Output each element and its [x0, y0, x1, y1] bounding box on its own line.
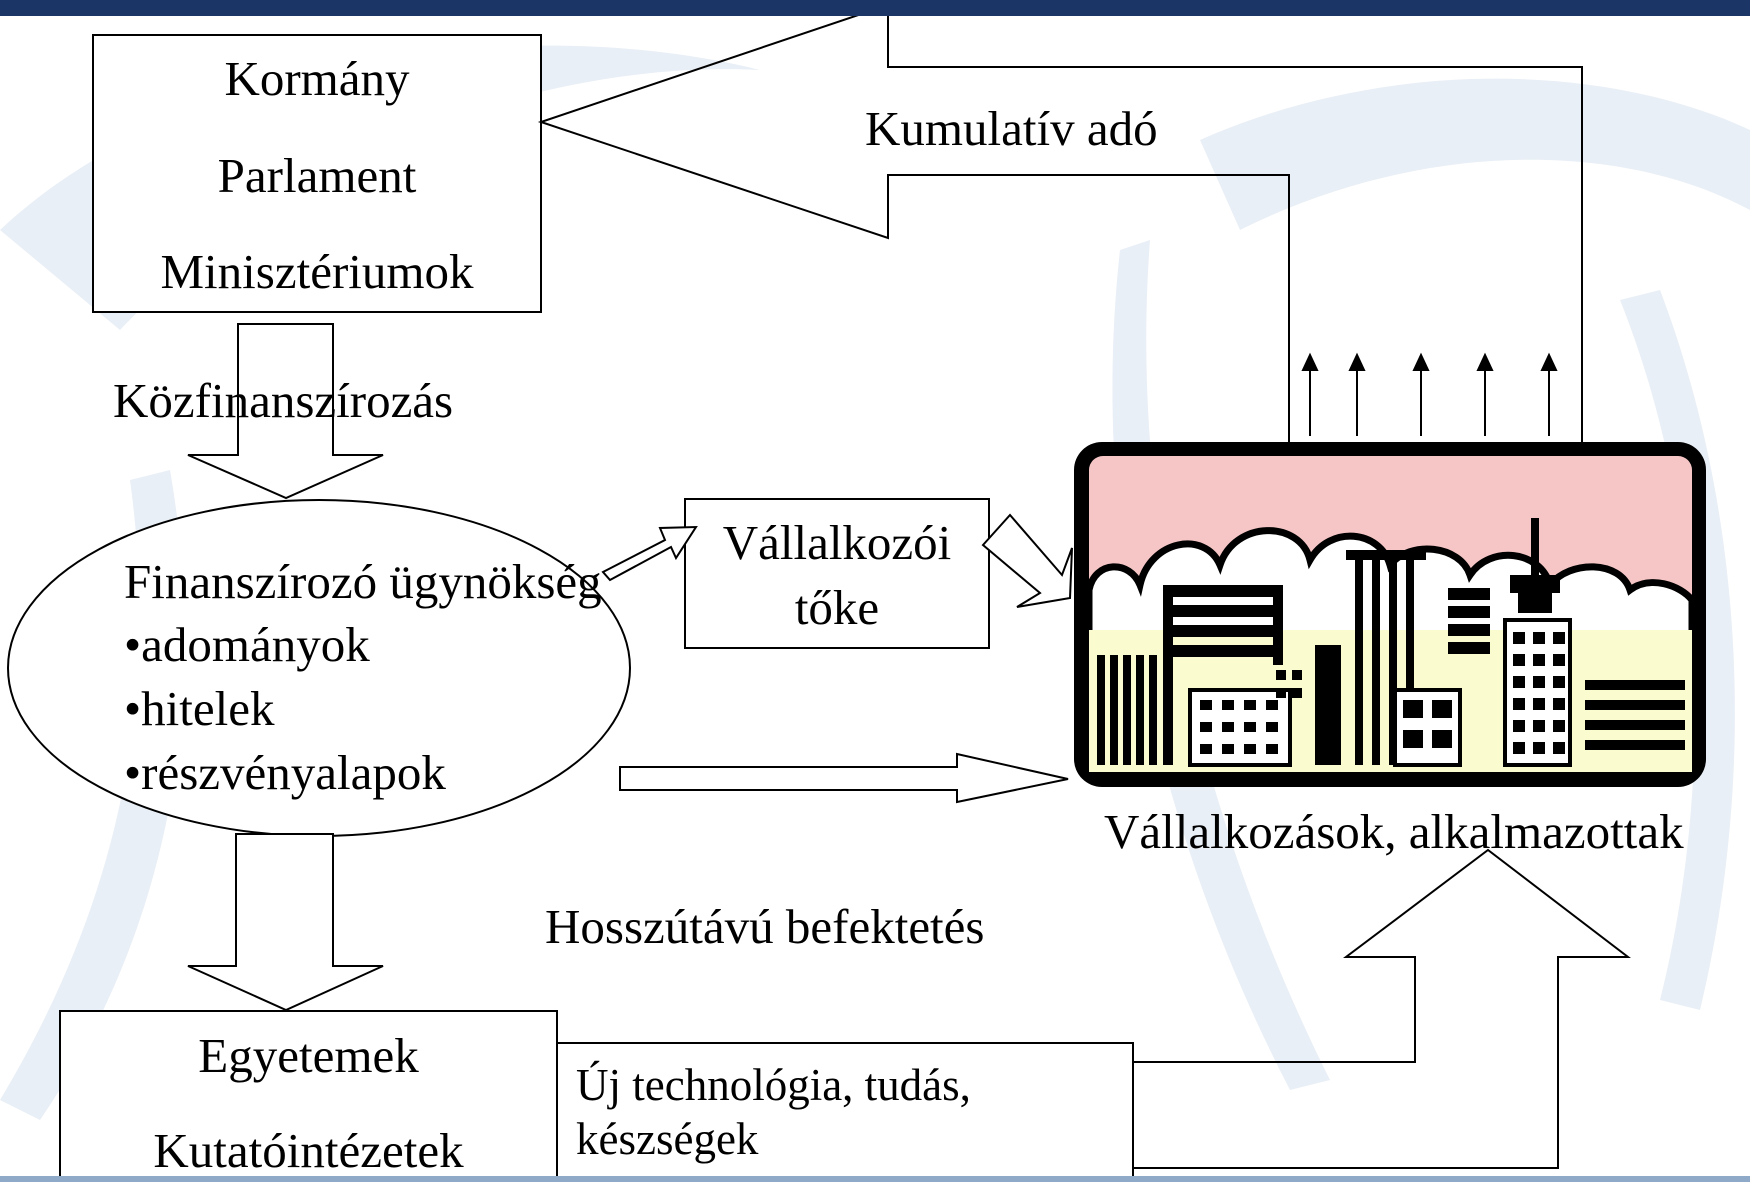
new-tech-to-business-arrow: [1133, 848, 1631, 1169]
venture-capital-box: [684, 498, 990, 649]
long-term-investment-label: Hosszútávú befektetés: [545, 899, 985, 954]
venture-capital-line-1: Vállalkozói: [722, 515, 952, 570]
agency-to-venture-arrow: [601, 525, 698, 582]
agency-item-loans: •hitelek: [124, 681, 275, 736]
universities-box: [59, 1010, 558, 1182]
tax-feedback-arrow: [537, 3, 1583, 442]
businesses-label: Vállalkozások, alkalmazottak: [1104, 804, 1684, 859]
government-line-3: Minisztériumok: [160, 244, 474, 299]
footer-bar: [0, 1176, 1750, 1182]
venture-to-business-arrow: [981, 513, 1073, 608]
city-skyline-icon: [1074, 442, 1706, 787]
universities-line-2: Kutatóintézetek: [153, 1123, 464, 1178]
agency-to-universities-arrow: [187, 833, 384, 1012]
new-tech-line-1: Új technológia, tudás,: [576, 1060, 971, 1110]
venture-capital-line-2: tőke: [794, 580, 880, 635]
header-bar: [0, 0, 1750, 16]
agency-title: Finanszírozó ügynökség: [124, 554, 602, 609]
government-box: [92, 34, 542, 313]
long-term-investment-arrow: [619, 752, 1069, 804]
tax-label: Kumulatív adó: [865, 101, 1158, 156]
agency-item-donations: •adományok: [124, 617, 370, 672]
government-line-2: Parlament: [217, 148, 417, 203]
public-funding-label: Közfinanszírozás: [113, 373, 454, 428]
public-funding-arrow: [187, 323, 384, 500]
government-line-1: Kormány: [224, 51, 410, 106]
universities-line-1: Egyetemek: [198, 1028, 419, 1083]
agency-item-equity-funds: •részvényalapok: [124, 745, 446, 800]
tax-arrows: [1301, 352, 1558, 436]
new-tech-box: [556, 1042, 1134, 1180]
new-tech-line-2: készségek: [576, 1114, 759, 1164]
